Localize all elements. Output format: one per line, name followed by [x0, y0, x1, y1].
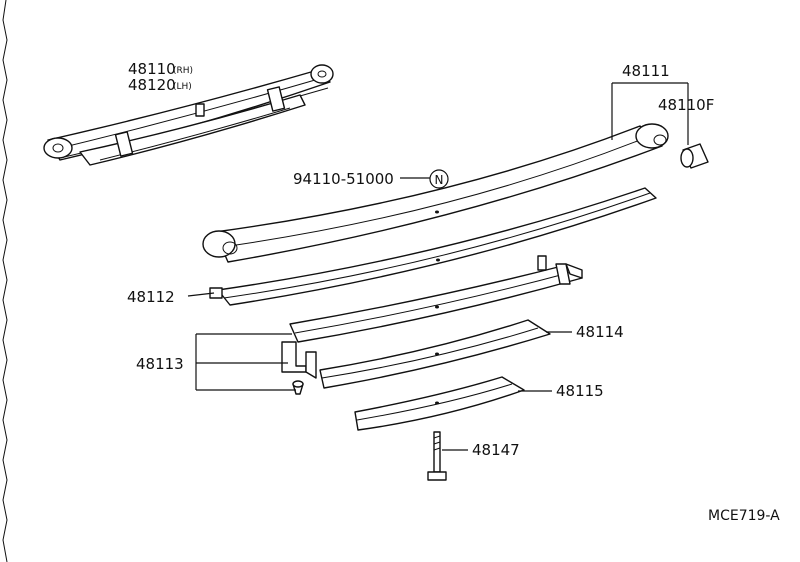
leaf-upper-short	[289, 255, 583, 343]
label-48113: 48113	[136, 355, 184, 373]
label-48120: 48120	[128, 76, 176, 94]
bushing-48110f	[680, 143, 709, 169]
label-48110: 48110	[128, 60, 176, 78]
label-94110-51000: 94110-51000	[293, 170, 394, 188]
n-mark-circle	[429, 169, 449, 189]
label-48112: 48112	[127, 288, 175, 306]
leader-lines	[187, 82, 689, 451]
leaf-48115	[354, 376, 525, 431]
leaf-48111	[202, 123, 669, 263]
n-mark: N	[435, 173, 444, 187]
label-48110f: 48110F	[658, 96, 714, 114]
leaf-48112	[209, 187, 657, 306]
label-48115: 48115	[556, 382, 604, 400]
label-48120-lh: (LH)	[173, 82, 192, 92]
scan-edge	[2, 0, 8, 562]
label-48147: 48147	[472, 441, 520, 459]
spring-assembly-thumbnail	[43, 64, 334, 166]
leaf-48114	[319, 319, 551, 389]
label-48111: 48111	[622, 62, 670, 80]
label-48114: 48114	[576, 323, 624, 341]
label-48110-rh: (RH)	[173, 66, 193, 76]
figure-code: MCE719-A	[708, 508, 780, 524]
center-bolt-48147	[427, 431, 447, 481]
clip-48113	[281, 341, 317, 395]
